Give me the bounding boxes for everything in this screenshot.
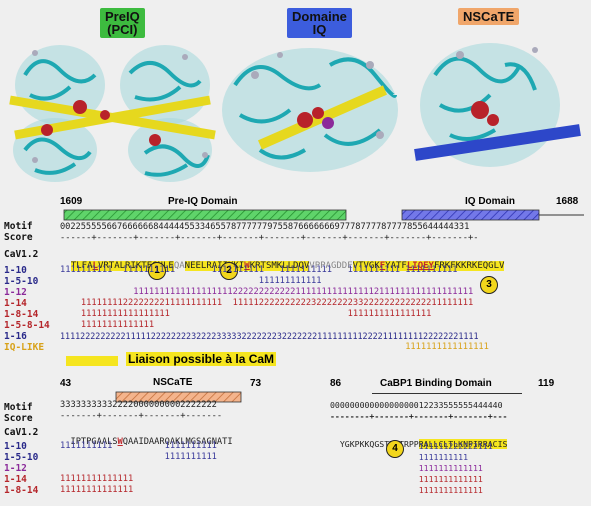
nscate-row-values-1-8-14: 11111111111111 [60, 485, 134, 495]
top-cav-sequence: TLFALVRTALRIKTEGNLEQANEELRAIIKKIWKRTSMKL… [70, 261, 505, 271]
row-label-1-8-14: 1-8-14 [4, 309, 39, 320]
row-label-1-5-8-14: 1-5-8-14 [4, 320, 50, 331]
row-values-1-14: 111111112222222211111111111 111112222222… [60, 298, 474, 308]
site-1-marker: 1 [148, 262, 166, 280]
cabp1-ruler: --------+-------+-------+-------+--- [330, 411, 508, 421]
row-values-1-8-14: 11111111111111111 1111111111111111 [60, 309, 432, 319]
preiq-title: PreIQ [105, 9, 140, 24]
row-label-1-14: 1-14 [4, 298, 27, 309]
row-values-1-5-10: 111111111111 [60, 276, 322, 286]
row-label-1-10: 1-10 [4, 265, 27, 276]
cabp1-row-values-1-12: 1111111111111 [330, 463, 483, 473]
preiq-subtitle: (PCI) [107, 22, 138, 37]
nscate-motif-scores: 333333333322220000000002222222 [60, 400, 217, 410]
legend-text: Liaison possible à la CaM [126, 352, 277, 366]
preiq-structure-image [9, 45, 216, 182]
row-label-1-16: 1-16 [4, 331, 27, 342]
cabp1-end-number: 119 [538, 378, 555, 389]
nscate-domain-label: NSCaTE [153, 377, 193, 388]
nscate-row-label-1-12: 1-12 [4, 463, 27, 474]
nscate-row-label-1-5-10: 1-5-10 [4, 452, 39, 463]
iq-title: Domaine [292, 9, 347, 24]
cabp1-row-values-1-8-14: 1111111111111 [330, 485, 483, 495]
top-start-number: 1609 [60, 196, 83, 207]
row-values-1-12: 1111111111111111111222222222222111111111… [60, 287, 474, 297]
nscate-title: NSCaTE [463, 9, 515, 24]
top-motif-scores: 0022555556676666668444445533465578777777… [60, 222, 470, 232]
nscate-cav-label: CaV1.2 [4, 427, 39, 438]
iq-domain-bar [401, 209, 540, 221]
cabp1-domain-line [372, 393, 522, 394]
preiq-domain-bar [63, 209, 347, 221]
nscate-row-values-1-5-10: 1111111111 [60, 452, 217, 462]
cabp1-domain-label: CaBP1 Binding Domain [380, 378, 492, 389]
nscate-row-label-1-10: 1-10 [4, 441, 27, 452]
cabp1-row-values-1-5-10: 1111111111 [330, 452, 469, 462]
legend-swatch [66, 356, 118, 366]
top-domain-bars [63, 209, 584, 221]
nscate-start-number: 43 [60, 378, 72, 389]
row-values-1-16: 1111222222222111112222222232222333332222… [60, 331, 479, 341]
preiq-panel-label: PreIQ (PCI) [100, 8, 145, 38]
site-2-marker: 2 [220, 262, 238, 280]
iq-panel-label: Domaine IQ [287, 8, 352, 38]
cabp1-row-values-1-14: 1111111111111 [330, 474, 483, 484]
row-values-iq-like: 1111111111111111 [60, 342, 489, 352]
nscate-domain-bar [115, 391, 242, 403]
row-label-iq-like: IQ-LIKE [4, 342, 45, 353]
nscate-panel-label: NSCaTE [458, 8, 520, 25]
nscate-structure-image [414, 43, 581, 167]
nscate-row-label-1-8-14: 1-8-14 [4, 485, 39, 496]
row-values-1-5-8-14: 11111111111111 [60, 320, 155, 330]
row-label-1-12: 1-12 [4, 287, 27, 298]
top-end-number: 1688 [556, 196, 579, 207]
nscate-ruler: -------+-------+-------+------- [60, 411, 223, 421]
nscate-row-label-1-14: 1-14 [4, 474, 27, 485]
iq-domain-label: IQ Domain [465, 196, 516, 207]
cabp1-row-values-1-10: 111111222222111 [330, 441, 493, 451]
top-cav-label: CaV1.2 [4, 249, 39, 260]
nscate-row-values-1-14: 11111111111111 [60, 474, 134, 484]
nscate-end-number: 73 [250, 378, 262, 389]
cabp1-sequence: YGKPKKQGSTTATRPPRALLCLTLKNPIRRACIS [339, 439, 508, 449]
row-label-1-5-10: 1-5-10 [4, 276, 39, 287]
top-ruler: ------+-------+-------+-------+-------+-… [60, 233, 479, 243]
iq-domain-structure-image [222, 48, 398, 172]
nscate-row-values-1-10: 1111111111 1111111111 [60, 441, 217, 451]
iq-subtitle: IQ [312, 22, 327, 37]
nscate-sequence: IPTPGAALSWQAAIDAARQAKLMGSAGNATI [70, 437, 233, 447]
site-4-marker: 4 [386, 440, 404, 458]
row-values-1-10: 1111111111 1111111111 1111111111 1111111… [60, 265, 458, 275]
preiq-domain-label: Pre-IQ Domain [168, 196, 238, 207]
cabp1-start-number: 86 [330, 378, 342, 389]
cabp1-motif-scores: 00000000000000000012233555555444440 [330, 400, 503, 410]
site-3-marker: 3 [480, 276, 498, 294]
